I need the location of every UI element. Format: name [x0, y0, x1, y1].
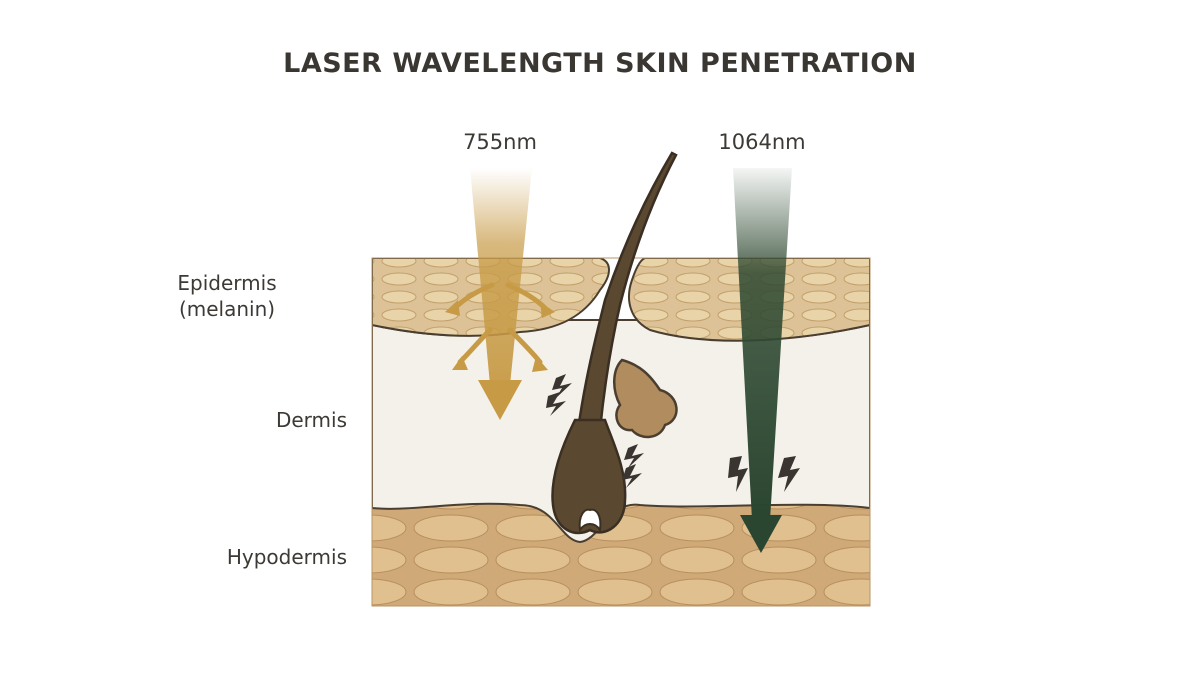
- layer-label-hypodermis: Hypodermis: [226, 545, 347, 569]
- lightning-bolt-icon: [778, 456, 800, 492]
- hair-follicle: [551, 151, 678, 535]
- beam-755-arrowhead: [478, 380, 522, 420]
- diagram-title: LASER WAVELENGTH SKIN PENETRATION: [283, 48, 917, 79]
- beam-755-body: [470, 168, 532, 385]
- lightning-bolt-icon: [546, 392, 566, 416]
- lightning-bolt-icon: [552, 374, 572, 398]
- beam-755-scatter-heads: [445, 300, 555, 372]
- wavelength-label-1064: 1064nm: [718, 130, 806, 154]
- lightning-bolts: [546, 374, 800, 492]
- lightning-bolt-icon: [622, 464, 642, 488]
- layer-label-epidermis: Epidermis (melanin): [107, 270, 347, 322]
- lightning-bolt-icon: [728, 456, 748, 492]
- lightning-bolt-icon: [624, 444, 644, 468]
- hair-bulb: [551, 418, 627, 535]
- beam-1064: [733, 168, 792, 553]
- layer-label-epidermis-line1: Epidermis: [177, 271, 277, 295]
- layer-label-epidermis-line2: (melanin): [178, 297, 276, 321]
- dermal-papilla: [578, 508, 602, 533]
- layer-label-dermis: Dermis: [275, 408, 347, 432]
- beam-1064-arrowhead: [740, 515, 782, 553]
- wavelength-label-755: 755nm: [463, 130, 537, 154]
- beam-755: [445, 168, 555, 420]
- beam-1064-body: [733, 168, 792, 520]
- sebaceous-gland: [613, 358, 678, 439]
